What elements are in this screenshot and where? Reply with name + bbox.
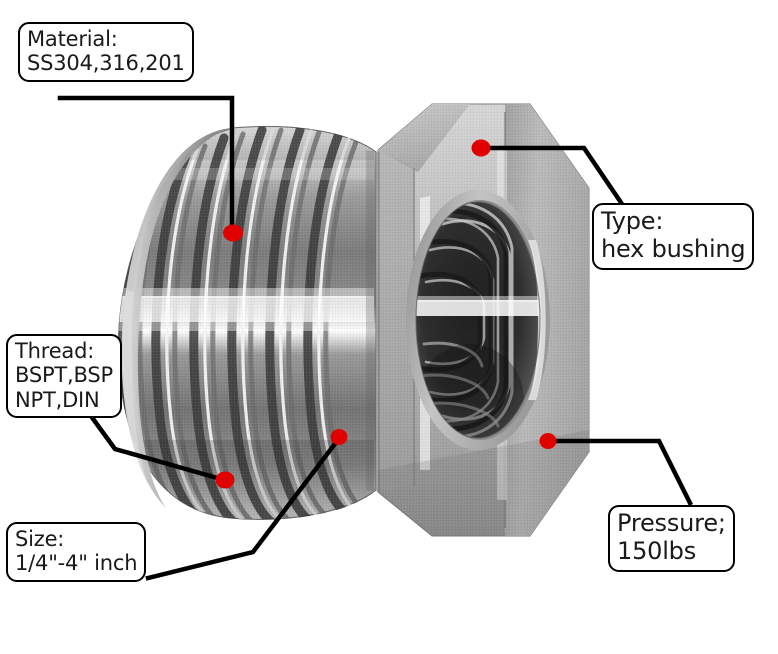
material-label-line2: SS304,316,201	[27, 51, 185, 76]
pressure-label-line1: Pressure;	[617, 509, 726, 537]
type-label-line1: Type:	[601, 207, 664, 235]
leader-material	[57, 95, 235, 231]
pressure-label-line2: 150lbs	[617, 536, 697, 565]
thread-label-line2: BSPT,BSP	[15, 363, 113, 388]
type-label-line2: hex bushing	[601, 234, 746, 263]
type-callout: Type: hex bushing	[592, 203, 755, 270]
material-callout: Material: SS304,316,201	[18, 22, 194, 82]
leader-pressure	[550, 438, 694, 507]
leader-size	[145, 437, 341, 581]
marker-dot-material[interactable]	[223, 224, 243, 242]
leader-type	[483, 145, 626, 208]
thread-label-line3: NPT,DIN	[15, 387, 100, 412]
size-label-line2: 1/4"-4" inch	[15, 551, 138, 576]
pressure-callout: Pressure; 150lbs	[608, 505, 735, 572]
thread-callout: Thread: BSPT,BSP NPT,DIN	[6, 334, 122, 419]
leader-thread	[84, 408, 224, 482]
size-label-line1: Size:	[15, 527, 65, 551]
hex-head-group	[377, 103, 590, 537]
leader-lines	[57, 95, 694, 581]
thread-label-line1: Thread:	[15, 339, 95, 363]
marker-dot-thread[interactable]	[215, 471, 235, 489]
size-callout: Size: 1/4"-4" inch	[6, 522, 147, 582]
marker-dot-size[interactable]	[330, 429, 348, 445]
marker-dot-pressure[interactable]	[539, 433, 557, 449]
marker-dot-type[interactable]	[471, 139, 491, 157]
internal-bore-group	[406, 190, 550, 450]
material-label-line1: Material:	[27, 27, 118, 51]
marker-dots	[215, 139, 557, 489]
threaded-barrel-group	[117, 125, 380, 520]
